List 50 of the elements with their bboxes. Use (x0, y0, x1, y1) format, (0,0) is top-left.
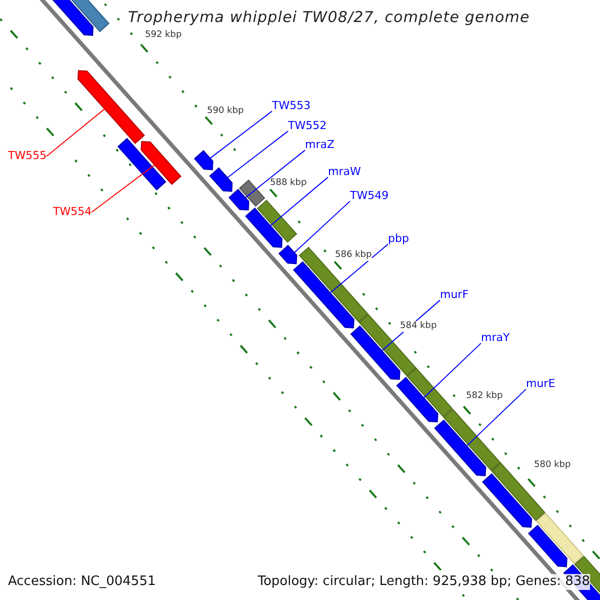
leader-line (294, 200, 350, 254)
leader-line (330, 244, 388, 294)
gene-block (77, 70, 145, 144)
gene-label: mraZ (305, 138, 335, 152)
accession-text: Accession: NC_004551 (8, 574, 156, 590)
leader-line (244, 150, 306, 198)
leader-line (226, 130, 288, 178)
gene-block (443, 408, 501, 471)
scale-label: 582 kbp (466, 391, 503, 402)
leader-line (91, 164, 156, 213)
scale-label: 588 kbp (270, 178, 307, 189)
gene-block (396, 376, 438, 422)
leader-line (466, 388, 526, 446)
gene-label: TW549 (350, 189, 389, 202)
gene-label: TW552 (288, 119, 327, 132)
gene-block (434, 420, 486, 476)
gene-label: TW554 (53, 205, 92, 218)
gene-block (117, 138, 166, 190)
genome-summary-text: Topology: circular; Length: 925,938 bp; Genes: 838 (258, 574, 590, 590)
gene-block (528, 524, 568, 568)
leader-line (423, 342, 482, 398)
leader-line (270, 176, 328, 226)
scale-label: 584 kbp (400, 321, 437, 332)
gene-label: murF (440, 288, 469, 302)
gene-block (256, 200, 298, 243)
gene-block (238, 180, 266, 207)
gene-block (406, 368, 453, 418)
scale-label: 586 kbp (335, 250, 372, 261)
scale-label: 592 kbp (145, 30, 182, 41)
scale-label: 580 kbp (534, 460, 571, 471)
leader-line (210, 110, 272, 159)
gene-label: TW555 (8, 149, 47, 162)
gene-block (228, 188, 250, 211)
gene-block (536, 512, 584, 564)
gene-block (209, 167, 233, 192)
gene-block (358, 314, 416, 376)
gene-block (245, 208, 282, 248)
gene-block (140, 140, 182, 185)
gene-label: murE (526, 377, 556, 390)
scale-label: 590 kbp (207, 106, 244, 117)
gene-label: mraY (481, 331, 510, 344)
gene-block (350, 325, 400, 380)
title: Tropheryma whipplei TW08/27, complete genome (128, 8, 530, 26)
gene-label: pbp (388, 232, 409, 246)
gene-block (482, 473, 532, 528)
gene-label: TW553 (272, 99, 311, 112)
gene-block (194, 150, 214, 170)
leader-line (46, 108, 106, 157)
gene-block (293, 261, 354, 328)
gene-label: mraW (328, 165, 361, 178)
